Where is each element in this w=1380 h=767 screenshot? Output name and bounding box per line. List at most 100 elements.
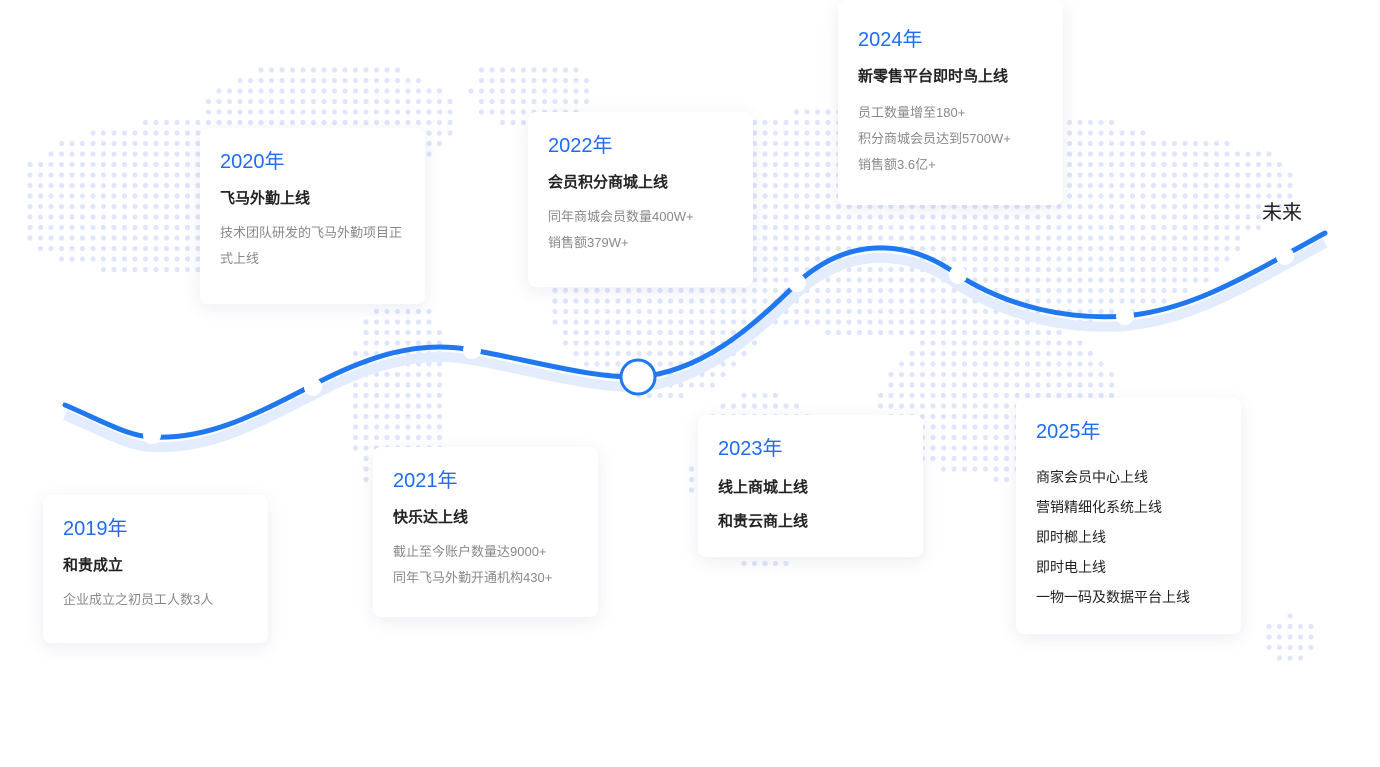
map-dot xyxy=(111,266,117,273)
map-dot xyxy=(1108,287,1115,294)
map-dot xyxy=(1171,224,1178,231)
map-dot xyxy=(1024,266,1031,273)
map-dot xyxy=(583,298,590,304)
map-dot xyxy=(121,140,128,147)
map-dot xyxy=(1077,140,1083,147)
map-dot xyxy=(961,214,968,220)
map-dot xyxy=(184,193,191,199)
map-dot xyxy=(1087,151,1094,157)
map-dot xyxy=(121,266,128,273)
map-dot xyxy=(856,298,863,304)
map-dot xyxy=(153,224,159,231)
map-dot xyxy=(1203,266,1209,273)
map-dot xyxy=(37,203,44,210)
map-dot xyxy=(636,287,642,294)
map-dot xyxy=(930,434,936,441)
map-dot xyxy=(1119,298,1125,304)
map-dot xyxy=(195,140,201,147)
map-dot xyxy=(1276,193,1283,199)
map-dot xyxy=(79,214,86,220)
map-dot xyxy=(961,329,968,336)
map-dot xyxy=(426,340,432,346)
map-dot xyxy=(69,140,75,147)
map-dot xyxy=(1108,298,1115,304)
map-dot xyxy=(69,203,75,210)
map-dot xyxy=(1087,130,1094,136)
map-dot xyxy=(363,350,369,357)
map-dot xyxy=(814,235,821,241)
map-dot xyxy=(184,172,191,178)
map-dot xyxy=(37,235,44,241)
map-dot xyxy=(1098,182,1104,189)
map-dot xyxy=(1276,644,1283,651)
map-dot xyxy=(982,445,989,451)
map-dot xyxy=(909,266,915,273)
map-dot xyxy=(961,224,968,231)
map-dot xyxy=(394,340,401,346)
map-dot xyxy=(688,308,695,315)
map-dot xyxy=(405,109,411,115)
map-dot xyxy=(1035,203,1041,210)
map-dot xyxy=(940,203,947,210)
milestone-card-2023: 2023年 线上商城上线 和贵云商上线 xyxy=(698,415,923,557)
map-dot xyxy=(888,329,894,336)
map-dot xyxy=(268,67,275,73)
map-dot xyxy=(1014,235,1020,241)
map-dot xyxy=(898,403,905,409)
map-dot xyxy=(352,88,359,94)
map-dot xyxy=(667,298,674,304)
map-dot xyxy=(163,161,170,168)
map-dot xyxy=(825,109,831,115)
map-dot xyxy=(321,119,327,126)
map-dot xyxy=(604,298,611,304)
map-dot xyxy=(1192,256,1199,262)
map-dot xyxy=(1266,182,1272,189)
map-dot xyxy=(1224,224,1230,231)
map-dot xyxy=(1066,382,1073,388)
map-dot xyxy=(111,193,117,199)
map-dot xyxy=(1014,277,1020,283)
map-dot xyxy=(1287,613,1293,619)
map-dot xyxy=(993,350,999,357)
map-dot xyxy=(646,350,653,357)
map-dot xyxy=(384,382,390,388)
map-dot xyxy=(1056,224,1062,231)
map-dot xyxy=(205,119,212,126)
map-dot xyxy=(1045,235,1052,241)
milestone-title: 快乐达上线 xyxy=(393,509,469,526)
map-dot xyxy=(100,182,107,189)
map-dot xyxy=(972,434,978,441)
map-dot xyxy=(814,298,821,304)
map-dot xyxy=(90,224,96,231)
map-dot xyxy=(1203,277,1209,283)
map-dot xyxy=(58,161,65,168)
map-dot xyxy=(363,424,369,430)
map-dot xyxy=(919,392,926,399)
map-dot xyxy=(877,203,884,210)
map-dot xyxy=(58,224,65,231)
map-dot xyxy=(132,235,138,241)
map-dot xyxy=(1098,224,1104,231)
map-dot xyxy=(814,119,821,126)
map-dot xyxy=(121,224,128,231)
map-dot xyxy=(100,245,107,252)
map-dot xyxy=(373,67,380,73)
map-dot xyxy=(1077,340,1083,346)
map-dot xyxy=(961,256,968,262)
map-dot xyxy=(184,140,191,147)
map-dot xyxy=(1108,308,1115,315)
map-dot xyxy=(657,298,663,304)
map-dot xyxy=(58,203,65,210)
map-dot xyxy=(919,245,926,252)
map-dot xyxy=(100,151,107,157)
map-dot xyxy=(552,98,558,105)
map-dot xyxy=(856,287,863,294)
map-dot xyxy=(1003,466,1010,472)
map-dot xyxy=(237,119,243,126)
map-dot xyxy=(835,287,842,294)
map-dot xyxy=(1087,224,1094,231)
map-dot xyxy=(1213,161,1220,168)
map-dot xyxy=(835,235,842,241)
map-dot xyxy=(352,77,359,84)
map-dot xyxy=(825,172,831,178)
